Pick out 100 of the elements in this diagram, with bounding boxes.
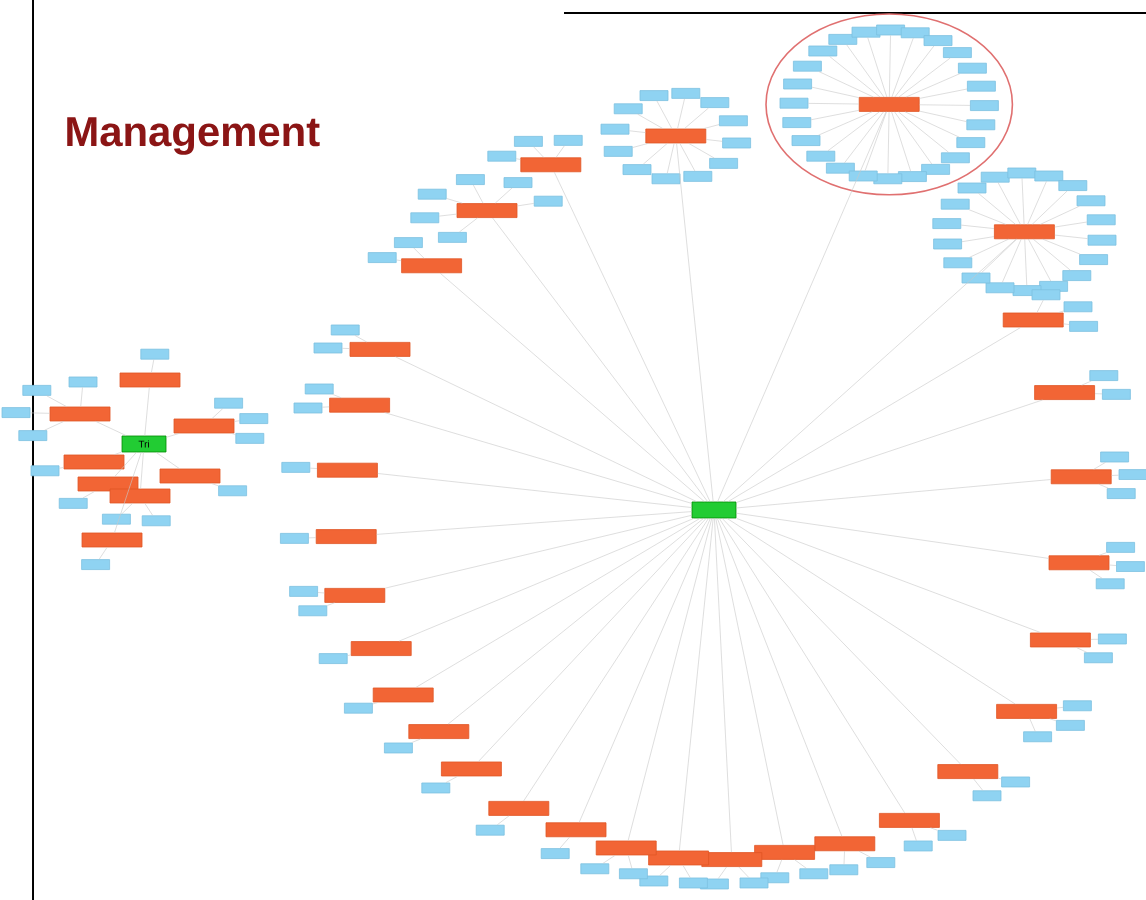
leaf-box (1100, 451, 1129, 463)
topic-box (595, 840, 657, 856)
leaf-box (540, 848, 570, 859)
connector-line (844, 111, 884, 164)
connector-line (981, 238, 1017, 273)
connector-line (969, 238, 1009, 258)
connector-line (858, 850, 871, 858)
topic-box (1002, 312, 1064, 328)
connector-line (1093, 462, 1106, 470)
connector-line (1089, 569, 1103, 579)
leaf-box (1, 407, 31, 418)
leaf-box (806, 150, 836, 162)
connector-line (439, 272, 705, 502)
leaf-box (1058, 180, 1088, 191)
leaf-box (932, 218, 962, 229)
topic-box (173, 418, 235, 434)
connector-line (1028, 238, 1051, 282)
leaf-box (980, 171, 1010, 183)
leaf-box (553, 135, 583, 146)
leaf-box (1069, 321, 1098, 332)
connector-line (904, 111, 960, 138)
leaf-box (214, 397, 243, 409)
leaf-box (1001, 776, 1030, 788)
leaf-box (1086, 214, 1116, 226)
hub-box (691, 501, 737, 519)
topic-box (49, 406, 111, 422)
connector-line (629, 130, 646, 133)
leaf-box (344, 702, 373, 714)
connector-line (676, 143, 714, 502)
leaf-box (330, 324, 360, 336)
leaf-box (898, 171, 927, 182)
connector-line (114, 452, 142, 533)
topic-box (645, 128, 707, 144)
leaf-box (456, 174, 485, 185)
connector-line (377, 473, 692, 508)
connector-line (445, 776, 458, 783)
leaf-box (722, 137, 751, 149)
leaf-box (81, 559, 111, 570)
connector-line (95, 421, 127, 436)
connector-line (155, 452, 180, 469)
topic-box (879, 813, 940, 828)
leaf-box (304, 383, 334, 395)
connector-line (1040, 205, 1080, 225)
connector-line (1049, 718, 1057, 722)
connector-line (497, 815, 510, 826)
topic-box (1034, 385, 1095, 400)
leaf-box (298, 605, 328, 617)
connector-line (1063, 323, 1070, 325)
leaf-box (1063, 700, 1092, 712)
leaf-box (639, 875, 669, 887)
connector-line (679, 518, 714, 851)
leaf-box (1116, 561, 1145, 572)
connector-line (494, 187, 513, 204)
connector-line (395, 356, 697, 502)
connector-line (98, 547, 108, 560)
connector-line (961, 236, 995, 242)
topic-box (520, 157, 582, 173)
connector-line (1027, 181, 1047, 225)
leaf-box (848, 170, 878, 182)
connector-line (829, 56, 881, 98)
leaf-box (679, 877, 708, 889)
topic-box (814, 836, 876, 852)
leaf-box (779, 97, 809, 109)
connector-line (533, 146, 545, 158)
leaf-box (218, 485, 247, 497)
leaf-box (1056, 720, 1085, 731)
topic-box (441, 761, 502, 777)
connector-line (166, 433, 180, 438)
connector-line (44, 421, 65, 431)
connector-line (554, 171, 711, 502)
leaf-box (958, 62, 987, 74)
connector-line (719, 518, 906, 814)
connector-line (1081, 380, 1092, 386)
topic-box (1050, 469, 1112, 485)
connector-line (714, 518, 732, 853)
topic-box (324, 588, 386, 603)
leaf-box (30, 465, 60, 477)
connector-line (715, 518, 784, 846)
connector-line (372, 702, 379, 705)
leaf-box (961, 272, 991, 284)
connector-line (211, 408, 224, 419)
connector-line (930, 827, 938, 831)
leaf-box (1118, 469, 1146, 480)
connector-line (415, 518, 701, 688)
connector-line (517, 203, 535, 207)
connector-line (459, 217, 478, 233)
connector-line (656, 100, 673, 129)
connector-line (846, 44, 885, 98)
leaf-box (410, 212, 440, 224)
connector-line (354, 335, 368, 343)
connector-line (794, 859, 807, 869)
leaf-box (966, 119, 996, 131)
topic-box (545, 822, 607, 838)
connector-line (82, 491, 96, 499)
topic-box (648, 850, 709, 866)
leaf-box (394, 237, 423, 248)
leaf-box (1106, 488, 1136, 499)
connector-line (413, 247, 425, 259)
leaf-box (651, 173, 681, 185)
topic-box (77, 476, 139, 492)
